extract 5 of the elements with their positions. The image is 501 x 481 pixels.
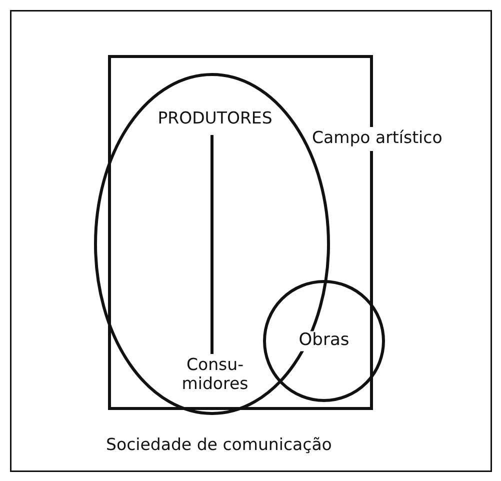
region-label: Sociedade de comunicação: [106, 436, 332, 455]
connector-line: [210, 135, 214, 354]
node-label: Consu- midores: [180, 356, 250, 394]
region-label: Campo artístico: [312, 129, 442, 148]
node-label: Obras: [298, 331, 350, 351]
